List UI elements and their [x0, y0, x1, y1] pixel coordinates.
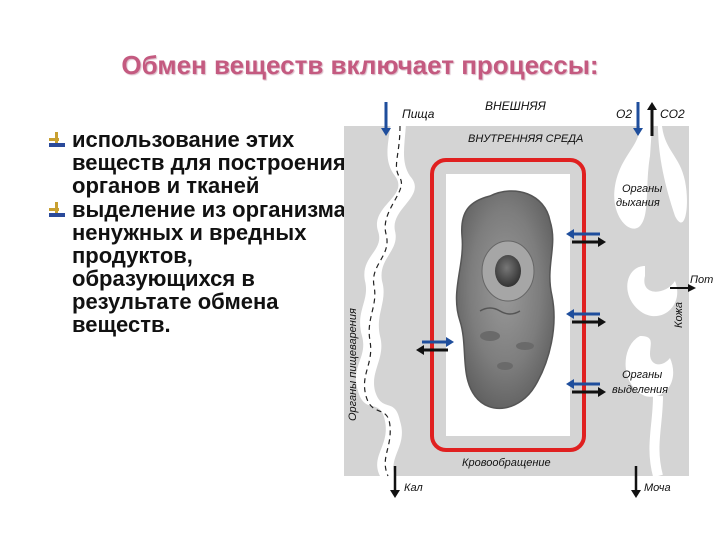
kidney-shape [625, 336, 674, 397]
label-external: ВНЕШНЯЯ [485, 99, 547, 113]
cell-image [455, 190, 555, 410]
metabolism-diagram: Пища ВНЕШНЯЯ O2 CO2 ВНУТРЕННЯЯ СРЕДА Орг… [344, 99, 713, 498]
label-internal-environment: ВНУТРЕННЯЯ СРЕДА [468, 133, 583, 145]
label-skin: Кожа [673, 302, 685, 328]
internal-environment-frame [430, 158, 586, 452]
label-co2: CO2 [660, 107, 685, 121]
label-circulation: Кровообращение [462, 457, 551, 469]
label-feces: Кал [404, 482, 423, 494]
label-o2: O2 [616, 107, 632, 121]
bullet-icon [49, 132, 65, 147]
label-excretory-2: выделения [612, 384, 668, 396]
label-food: Пища [402, 107, 435, 121]
label-excretory-1: Органы [622, 369, 662, 381]
bullet-list: использование этих веществ для построени… [48, 128, 348, 337]
bullet-text: использование этих веществ для построени… [72, 127, 346, 198]
slide-title: Обмен веществ включает процессы: [121, 50, 599, 80]
label-sweat: Пот [690, 274, 713, 286]
label-respiratory-2: дыхания [616, 197, 660, 209]
bullet-item: выделение из организма ненужных и вредны… [48, 198, 348, 336]
exchange-arrows [416, 229, 606, 397]
label-respiratory-1: Органы [622, 183, 662, 195]
intestine-shape [355, 106, 415, 476]
label-urine: Моча [644, 482, 671, 494]
label-digestive: Органы пищеварения [347, 308, 359, 421]
bullet-text: выделение из организма ненужных и вредны… [72, 197, 346, 337]
lungs-shape [614, 126, 687, 229]
bullet-item: использование этих веществ для построени… [48, 128, 348, 197]
bullet-icon [49, 202, 65, 217]
